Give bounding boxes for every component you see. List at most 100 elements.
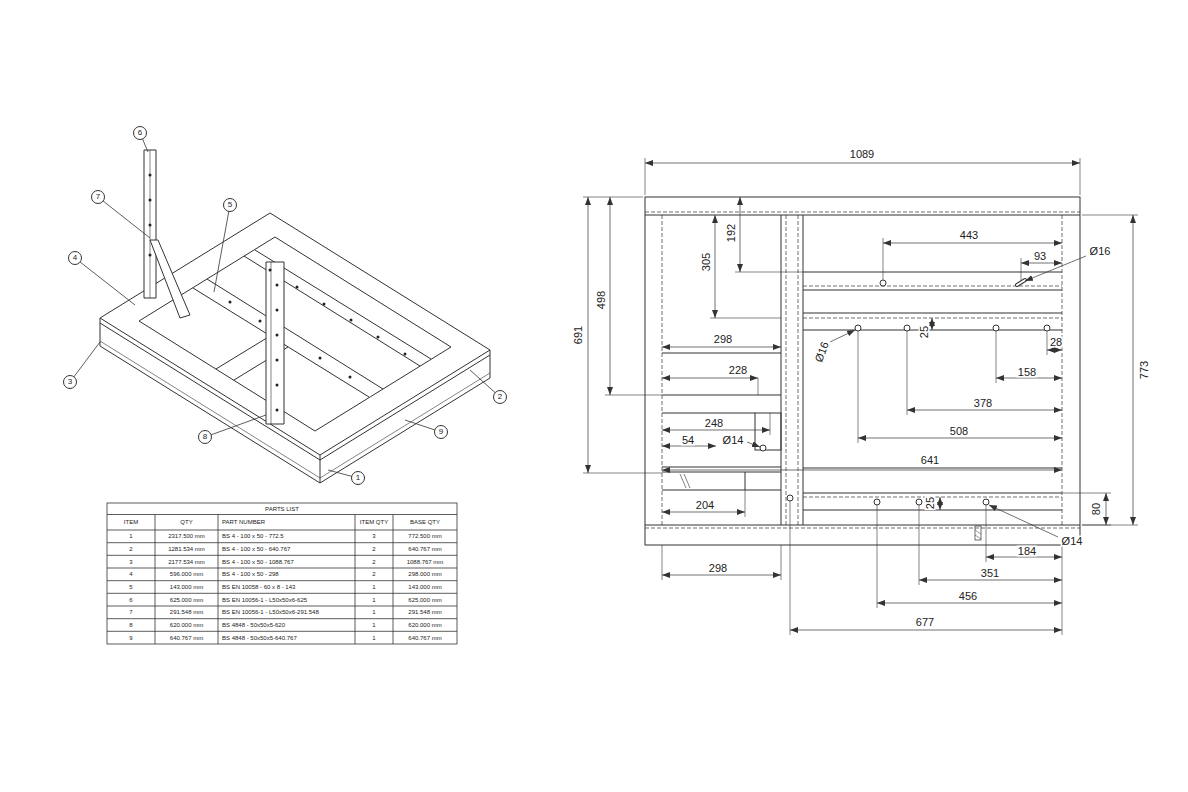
isometric-frame-part: [266, 262, 284, 424]
plan-frame-part: [755, 413, 781, 450]
isometric-frame-part: [320, 378, 490, 483]
extension-lines-part: [919, 505, 920, 585]
callout-number: 8: [203, 433, 207, 441]
bolt-holes-part: [259, 320, 262, 323]
table-cell: 620.000 mm: [407, 622, 442, 628]
callout-number: 1: [356, 474, 360, 482]
plan-holes-part: [760, 445, 766, 451]
table-cell: 625.000 mm: [169, 597, 204, 603]
parts-list-grid-part: [107, 555, 457, 556]
plan-frame-part: [745, 472, 746, 490]
parts-list-grid-part: [393, 515, 394, 645]
plan-holes-part: [880, 280, 886, 286]
plan-frame-part: [662, 472, 781, 473]
dimension-text: 378: [973, 398, 993, 409]
table-cell: 291.548 mm: [169, 609, 204, 615]
callout-bubble: 9: [434, 425, 448, 439]
table-cell: BS EN 10058 - 60 x 8 - 143: [221, 584, 296, 590]
table-cell: BS EN 10056-1 - L50x50x6-291.548: [221, 609, 320, 615]
dimension-text: 28: [1049, 337, 1063, 348]
table-cell: 625.000 mm: [407, 597, 442, 603]
table-cell: ITEM QTY: [359, 519, 389, 525]
isometric-frame-part: [139, 237, 451, 431]
bolt-holes-part: [276, 334, 279, 337]
dimension-text: 25: [919, 325, 930, 339]
table-cell: 298.000 mm: [407, 571, 442, 577]
table-cell: 2: [371, 559, 376, 565]
table-cell: 1: [371, 584, 376, 590]
plan-holes-part: [1044, 325, 1050, 331]
extension-lines-part: [907, 331, 908, 415]
plan-frame-part: [803, 215, 804, 525]
table-cell: PARTS LIST: [264, 506, 300, 512]
dimension-lines-part: [1133, 215, 1134, 525]
plan-frame-part: [662, 413, 755, 414]
callout-bubble: 1: [351, 471, 365, 485]
dimension-lines-part: [740, 197, 741, 272]
bolt-holes-part: [319, 357, 322, 360]
parts-list-grid-part: [107, 606, 457, 607]
dimension-lines-part: [662, 347, 781, 348]
plan-frame-part: [975, 526, 981, 540]
table-cell: 2: [128, 546, 133, 552]
dimension-text: 443: [959, 230, 979, 241]
plan-holes-part: [904, 325, 910, 331]
extension-lines-part: [858, 331, 859, 443]
dimension-lines-part: [1021, 263, 1062, 264]
callout-number: 5: [228, 201, 232, 209]
dimension-lines-part: [986, 557, 1062, 558]
isometric-frame-part: [100, 323, 320, 460]
table-cell: 4: [128, 571, 133, 577]
plan-frame-part: [1062, 215, 1063, 525]
isometric-frame-part: [271, 262, 272, 424]
callout-number: 7: [96, 193, 100, 201]
dimension-text: 498: [596, 290, 607, 310]
extension-lines-part: [1047, 331, 1048, 355]
bolt-holes-part: [149, 199, 152, 202]
plan-holes-part: [983, 499, 989, 505]
extension-lines-part: [770, 413, 771, 435]
isometric-frame-part: [100, 346, 320, 483]
dimension-lines-part: [907, 410, 1062, 411]
table-cell: 6: [128, 597, 133, 603]
table-cell: 640.767 mm: [407, 635, 442, 641]
plan-holes: [760, 280, 1050, 505]
plan-frame-part: [684, 474, 690, 488]
bolt-holes-part: [350, 319, 353, 322]
dimension-text: 456: [958, 591, 978, 602]
dimension-lines-part: [790, 630, 1062, 631]
plan-frame-part: [645, 197, 1080, 545]
table-cell: BS 4 - 100 x 50 - 298: [221, 571, 280, 577]
plan-frame-part: [803, 272, 1062, 273]
dimension-lines-part: [919, 580, 1062, 581]
dimension-text: 184: [1017, 546, 1037, 557]
table-cell: 143.000 mm: [407, 584, 442, 590]
dimension-lines-part: [588, 197, 589, 473]
parts-list-grid-part: [107, 568, 457, 569]
dimension-lines-part: [877, 603, 1062, 604]
dimension-lines-part: [932, 318, 933, 330]
table-cell: BS 4 - 100 x 50 - 1088.767: [221, 559, 295, 565]
isometric-frame-part: [320, 455, 321, 483]
plan-frame-part: [803, 286, 1062, 287]
plan-frame-part: [662, 395, 781, 396]
dimension-lines-part: [1047, 350, 1062, 351]
parts-list-grid-part: [218, 515, 219, 645]
table-cell: 1: [128, 533, 133, 539]
table-cell: BASE QTY: [409, 519, 441, 525]
bolt-holes-part: [276, 384, 279, 387]
callout-leaders-part: [98, 197, 150, 238]
plan-frame-part: [803, 318, 1062, 319]
table-cell: 2317.500 mm: [167, 533, 206, 539]
callout-bubble: 3: [63, 375, 77, 389]
dimension-text: 351: [980, 568, 1000, 579]
extension-lines: [583, 158, 1138, 635]
extension-lines-part: [1080, 158, 1081, 195]
dimension-text: 228: [728, 365, 748, 376]
hole-leaders-part: [830, 330, 855, 342]
dimension-text: 248: [704, 418, 724, 429]
plan-frame-part: [803, 330, 1062, 331]
callout-number: 3: [68, 378, 72, 386]
extension-lines-part: [583, 473, 662, 474]
extension-lines-part: [790, 501, 791, 635]
